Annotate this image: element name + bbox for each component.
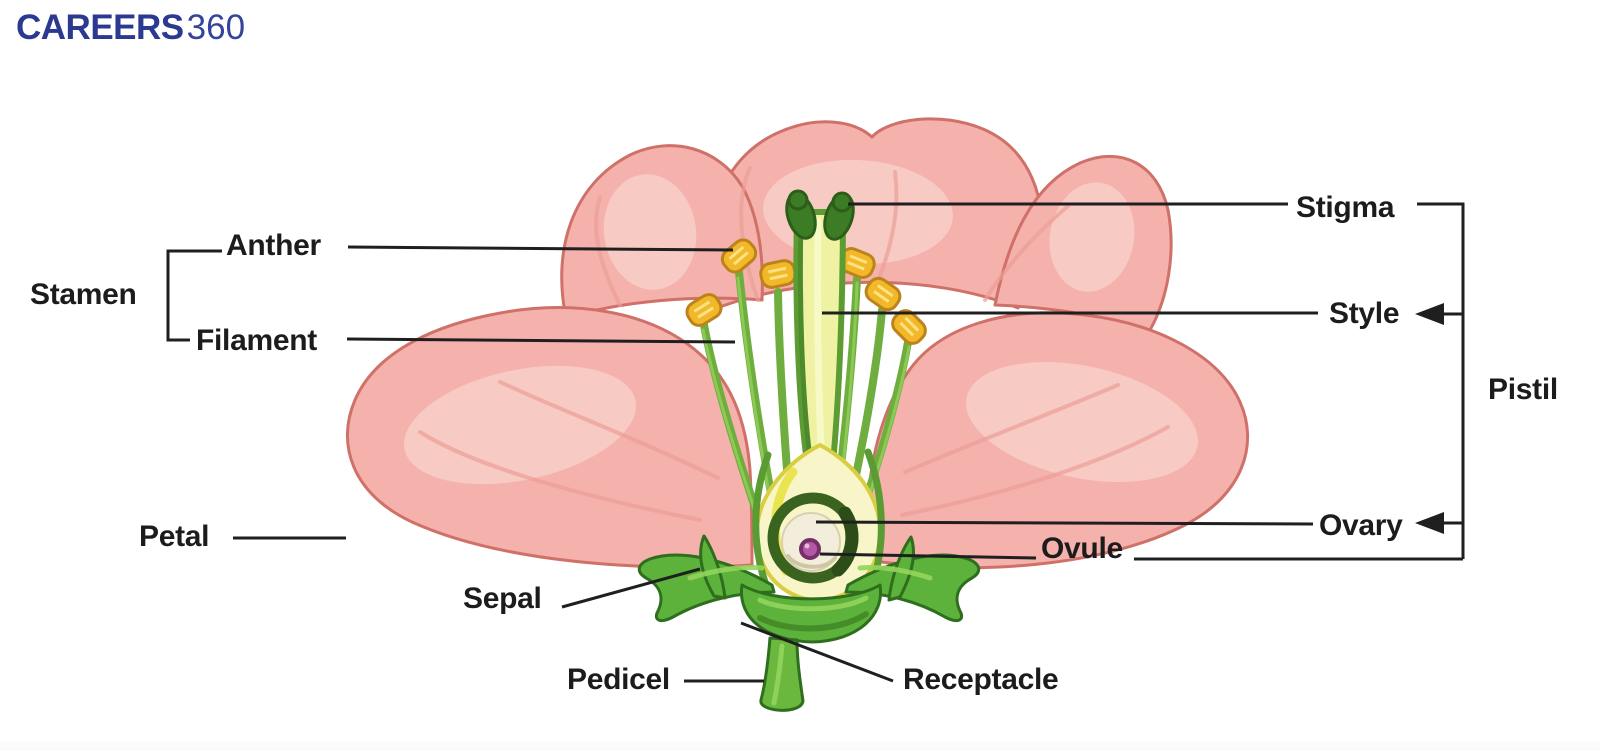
label-ovary: Ovary — [1319, 509, 1403, 542]
ovary-wall-shadow — [831, 506, 859, 577]
pistil-bracket — [1417, 202, 1465, 559]
anther-line — [347, 245, 734, 252]
ovary-line-left — [815, 520, 1314, 526]
sepal-line — [561, 567, 701, 609]
style-left-edge — [797, 215, 812, 453]
label-sepal: Sepal — [463, 582, 542, 615]
arrowheads — [1415, 303, 1444, 534]
ovary-arrowhead-icon — [1415, 512, 1444, 534]
label-filament: Filament — [196, 324, 317, 357]
logo-brand-text: CAREERS — [16, 8, 184, 47]
ovule-line-left — [819, 552, 1037, 560]
label-anther: Anther — [226, 229, 321, 262]
pistil — [752, 189, 885, 604]
style-center-highlight — [814, 218, 825, 449]
bottom-edge-shade — [0, 741, 1600, 751]
receptacle-line — [740, 621, 894, 683]
label-style: Style — [1329, 297, 1400, 330]
anther-capsule — [720, 238, 758, 274]
calyx-highlights — [687, 565, 933, 706]
receptacle-shadow — [757, 611, 869, 632]
ovule-dot — [799, 538, 821, 560]
style-arrowhead-icon — [1415, 303, 1444, 325]
anthers — [685, 238, 927, 345]
pedicel-stem — [759, 636, 805, 712]
logo-suffix-text: 360 — [186, 8, 246, 47]
stigma-lobes — [785, 189, 855, 241]
careers360-logo: CAREERS 360 — [16, 8, 245, 48]
label-stamen: Stamen — [30, 278, 137, 311]
receptacle-cup — [740, 583, 883, 644]
stamen-bracket — [166, 249, 222, 342]
label-stigma: Stigma — [1296, 191, 1395, 224]
label-receptacle: Receptacle — [903, 663, 1059, 696]
label-pistil: Pistil — [1488, 373, 1558, 406]
petal-streaks — [418, 166, 1170, 522]
petal-highlights — [404, 159, 1199, 485]
sepal-left — [637, 553, 776, 623]
label-pedicel: Pedicel — [567, 663, 670, 696]
filament-line — [346, 337, 736, 344]
label-ovule: Ovule — [1041, 532, 1123, 565]
calyx — [637, 534, 981, 712]
ovary-bulb — [754, 442, 883, 604]
label-petal: Petal — [139, 520, 210, 553]
